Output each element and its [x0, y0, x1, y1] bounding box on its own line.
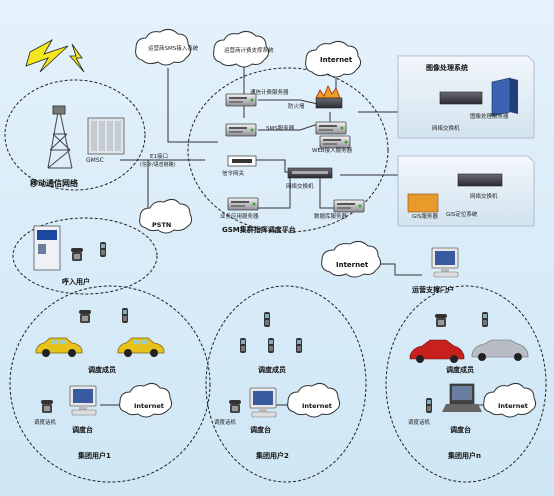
switch-icon	[439, 91, 483, 105]
groupn-label: 集团用户n	[447, 451, 481, 460]
mobile-phone-icon	[240, 338, 246, 353]
gmsc-cabinet-icon	[87, 117, 125, 155]
antenna-tower-icon	[47, 105, 73, 169]
gis-system-label: GIS定位系统	[446, 210, 478, 218]
map-server-label: 图像处理服务器	[470, 112, 509, 120]
group1-ring	[9, 285, 211, 483]
phone-icon	[435, 314, 447, 327]
map-system-panel	[397, 55, 535, 139]
e1-link-sub-label: (信令/语音链路)	[140, 161, 176, 168]
car-icon	[35, 337, 83, 358]
car-icon	[471, 339, 529, 361]
server-icon	[225, 123, 257, 137]
group1-label: 集团用户1	[77, 451, 111, 460]
firewall-label: 防火墙	[288, 102, 305, 110]
mobile-phone-icon	[264, 312, 270, 327]
cloud-icon	[483, 382, 537, 418]
dispatch-member-label-1: 调度成员	[88, 365, 116, 374]
group2-label: 集团用户2	[255, 451, 289, 460]
gis-system-panel	[397, 155, 535, 227]
pstn-label: PSTN	[152, 221, 171, 229]
dispatch-member-label-n: 调度成员	[446, 365, 474, 374]
dispatch-desk-label-2: 调度台	[250, 425, 271, 434]
internet-group1-label: Internet	[134, 402, 164, 410]
cloud-sms-gw-label: 运营商SMS接入系统	[148, 44, 199, 52]
dispatch-phone-label-1: 调度话机	[34, 418, 57, 426]
e1-link-label: E1接口	[150, 152, 168, 160]
dispatch-desk-label-1: 调度台	[72, 425, 93, 434]
server-icon	[319, 135, 351, 149]
computer-icon	[69, 385, 97, 416]
server-business-label: 业务应用服务器	[220, 212, 259, 220]
mobile-phone-icon	[100, 242, 106, 257]
mobile-phone-icon	[296, 338, 302, 353]
computer-icon	[442, 383, 482, 412]
server-db-label: 数据库服务器	[314, 212, 348, 220]
phone-icon	[71, 248, 83, 261]
signal-gw-label: 信令网关	[222, 169, 245, 177]
kiosk-icon	[33, 225, 61, 271]
lightning-icon	[25, 38, 85, 73]
cloud-icon	[119, 382, 173, 418]
server-sms-label: SMS服务器	[266, 124, 295, 132]
car-icon	[409, 339, 465, 363]
cloud-icon	[135, 28, 362, 78]
car-icon	[117, 337, 165, 358]
cloud-icon	[287, 382, 341, 418]
switch-icon	[227, 155, 257, 167]
cloud-icon	[139, 198, 193, 234]
dispatch-desk-label-n: 调度台	[450, 425, 471, 434]
internet-groupn-label: Internet	[498, 402, 528, 410]
platform-ring	[187, 67, 389, 233]
cloud-location-label: 运营商计费支撑系统	[224, 46, 274, 54]
dispatch-phone-label-2: 调度话机	[214, 418, 237, 426]
cloud-icon	[321, 240, 382, 278]
server-icon	[491, 77, 518, 117]
group2-ring	[205, 285, 367, 483]
firewall-icon	[315, 85, 343, 109]
phone-icon	[41, 400, 53, 413]
server-icon	[315, 121, 347, 135]
switch-icon	[287, 167, 333, 179]
server-web-label: WEB接入服务器	[312, 146, 353, 154]
server-icon	[407, 193, 439, 213]
net-switch-label: 网络交换机	[286, 182, 314, 190]
internet-top-label: Internet	[320, 56, 353, 64]
map-switch-label: 网络交换机	[432, 124, 460, 132]
groupn-ring	[385, 285, 547, 483]
caller-ring	[12, 217, 158, 295]
mobile-phone-icon	[482, 312, 488, 327]
dispatch-member-label-2: 调度成员	[258, 365, 286, 374]
caller-label: 呼入用户	[62, 277, 90, 286]
server-icon	[227, 197, 259, 211]
computer-icon	[431, 247, 459, 278]
computer-icon	[249, 387, 277, 418]
mobile-network-ring	[4, 79, 146, 191]
platform-label: GSM集群指挥调度平台	[222, 225, 296, 234]
gis-switch-label: 网络交换机	[470, 192, 498, 200]
mobile-phone-icon	[268, 338, 274, 353]
mobile-network-label: 移动通信网络	[30, 178, 78, 188]
internet-group2-label: Internet	[302, 402, 332, 410]
server-vote-label: 通信计费服务器	[250, 88, 289, 96]
switch-icon	[457, 173, 503, 187]
map-system-title: 图像处理系统	[426, 63, 468, 72]
gis-server-label: GIS服务器	[412, 212, 438, 220]
phone-icon	[229, 400, 241, 413]
phone-icon	[79, 310, 91, 323]
dispatch-phone-label-n: 调度话机	[408, 418, 431, 426]
internet-mid-label: Internet	[336, 261, 369, 269]
gmsc-label: GMSC	[86, 157, 104, 164]
server-icon	[333, 199, 365, 213]
mobile-phone-icon	[426, 398, 432, 413]
mobile-phone-icon	[122, 308, 128, 323]
portal-label: 运营支撑门户	[412, 285, 454, 294]
